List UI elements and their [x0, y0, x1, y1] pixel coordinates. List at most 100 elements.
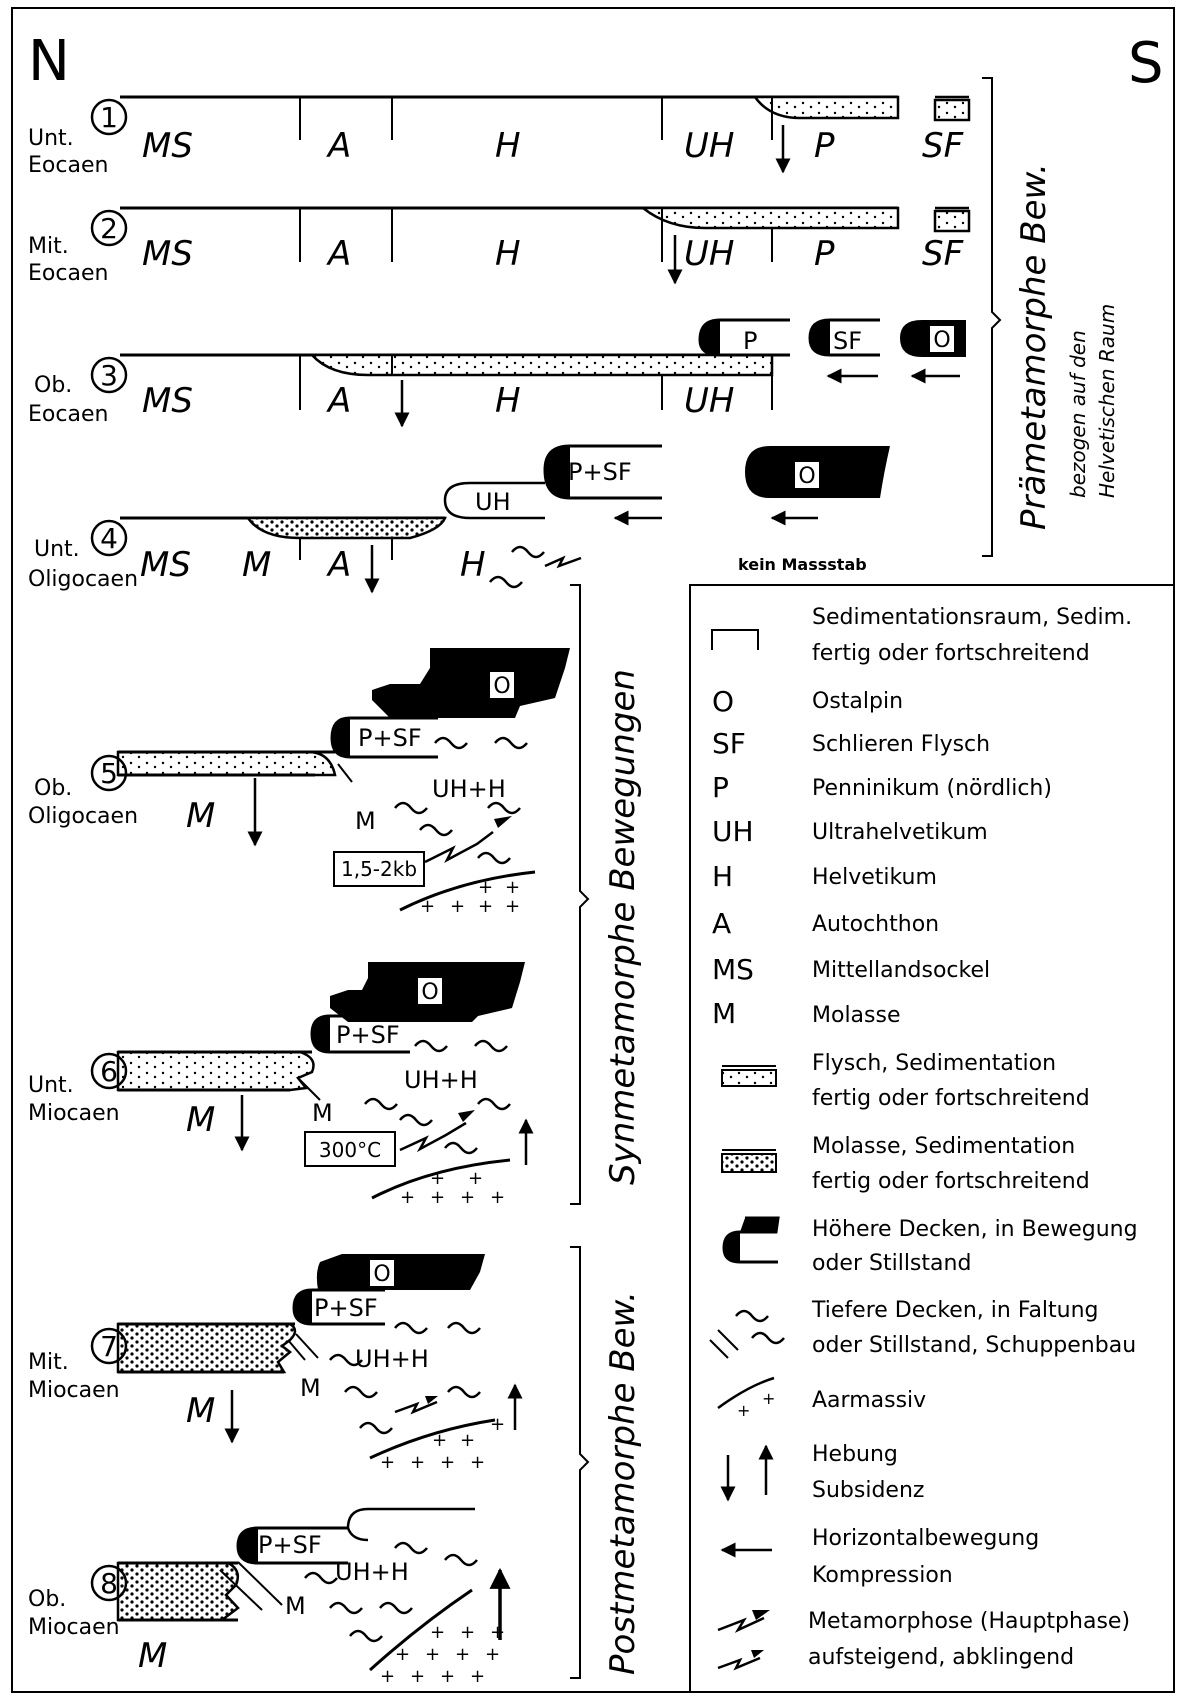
legend-text: aufsteigend, abklingend: [808, 1645, 1074, 1670]
legend-text: Sedimentationsraum, Sedim.: [812, 605, 1132, 630]
nappe-PSF-label: P+SF: [258, 1531, 322, 1559]
stage-6-section: O P+SF M UH+H 300°C ++++++ 6 Unt. Miocae…: [28, 962, 534, 1208]
molasse-box-icon: [721, 1153, 777, 1173]
fold-icon: [709, 1309, 785, 1359]
uplift-icon: [720, 1444, 774, 1502]
unit-UH: UH: [684, 381, 734, 421]
svg-text:+: +: [505, 896, 520, 917]
svg-text:+: +: [460, 1187, 475, 1208]
svg-text:+: +: [460, 1430, 475, 1451]
svg-text:+: +: [490, 1622, 505, 1643]
legend-text: Metamorphose (Hauptphase): [808, 1609, 1130, 1634]
unit-H: H: [495, 126, 521, 166]
nappe-PSF-label: P+SF: [336, 1021, 400, 1049]
stage-epoch: Eocaen: [28, 153, 108, 178]
stage-label: Unt.: [28, 126, 74, 151]
legend-text: Mittellandsockel: [812, 958, 990, 983]
svg-text:+: +: [455, 1644, 470, 1665]
svg-text:+: +: [470, 1452, 485, 1473]
svg-text:+: +: [485, 1644, 500, 1665]
nappe-O-label: O: [493, 674, 510, 699]
stage-number: 4: [100, 522, 118, 555]
stage-epoch: Miocaen: [28, 1101, 120, 1126]
pre-phase-sub2: Helvetischen Raum: [1095, 304, 1119, 498]
unit-M: M: [186, 1100, 215, 1140]
unit-M-small: M: [355, 807, 376, 835]
unit-A: A: [326, 234, 351, 274]
unit-UHH-label: UH+H: [432, 775, 506, 803]
svg-text:+: +: [430, 1622, 445, 1643]
legend-text: Ultrahelvetikum: [812, 820, 988, 845]
svg-text:+: +: [468, 1168, 483, 1189]
nappe-UH-label: UH: [475, 488, 511, 516]
svg-text:+: +: [440, 1452, 455, 1473]
unit-SF: SF: [922, 126, 964, 166]
unit-H: H: [495, 234, 521, 274]
svg-text:+: +: [505, 877, 520, 898]
stage-label: Ob.: [34, 373, 72, 398]
nappe-O-label: O: [798, 464, 815, 489]
stage-label: Ob.: [34, 776, 72, 801]
legend-text: Autochthon: [812, 912, 939, 937]
unit-M: M: [186, 796, 215, 836]
legend-text: Schlieren Flysch: [812, 732, 990, 757]
legend-symbol: UH: [712, 815, 754, 848]
stage-number: 5: [100, 757, 118, 790]
basin-icon: [711, 629, 759, 650]
stage-epoch: Miocaen: [28, 1615, 120, 1640]
unit-MS: MS: [142, 126, 193, 166]
unit-A: A: [326, 126, 351, 166]
stage-2-section: 2 Mit. Eocaen MS A H UH P SF: [28, 206, 971, 286]
legend-text: Tiefere Decken, in Faltung: [811, 1298, 1099, 1323]
svg-text:+: +: [430, 1168, 445, 1189]
pre-phase-brace: [982, 77, 1002, 557]
nappe-SF-label: SF: [833, 327, 862, 355]
legend-text: Penninikum (nördlich): [812, 776, 1052, 801]
nappe-O-label: O: [373, 1262, 390, 1287]
nappe-O-label: O: [933, 328, 950, 353]
post-phase-title: Postmetamorphe Bew.: [603, 1291, 643, 1675]
syn-phase-title: Synmetamorphe Bewegungen: [603, 669, 643, 1185]
svg-text:+: +: [478, 877, 493, 898]
stage-label: Mit.: [28, 1350, 69, 1375]
legend: Sedimentationsraum, Sedim. fertig oder f…: [689, 584, 1175, 1693]
stage-number: 1: [100, 101, 118, 134]
unit-M-small: M: [285, 1592, 306, 1620]
legend-text: fertig oder fortschreitend: [812, 641, 1090, 666]
legend-text: Molasse, Sedimentation: [812, 1134, 1075, 1159]
unit-MS: MS: [142, 381, 193, 421]
nappe-PSF-label: P+SF: [568, 458, 632, 486]
legend-text: Subsidenz: [812, 1478, 924, 1503]
svg-text:+: +: [737, 1401, 750, 1420]
unit-M-small: M: [300, 1374, 321, 1402]
stage-label: Unt.: [34, 537, 80, 562]
svg-text:+: +: [395, 1644, 410, 1665]
stage-3-section: P SF O 3 Ob. Eocaen MS A H UH: [28, 318, 966, 428]
no-scale-note: kein Massstab: [738, 555, 867, 574]
legend-text: fertig oder fortschreitend: [812, 1086, 1090, 1111]
legend-text: fertig oder fortschreitend: [812, 1169, 1090, 1194]
legend-text: oder Stillstand: [812, 1251, 971, 1276]
unit-M: M: [138, 1636, 167, 1676]
svg-text:+: +: [490, 1187, 505, 1208]
svg-text:+: +: [380, 1452, 395, 1473]
stage-epoch: Oligocaen: [28, 804, 138, 829]
svg-text:+: +: [478, 896, 493, 917]
legend-text: Ostalpin: [812, 689, 903, 714]
legend-symbol: P: [712, 771, 729, 804]
stage-5-section: O P+SF M UH+H 1,5-2kb ++++++ 5 Ob. Oligo…: [28, 648, 570, 917]
svg-text:+: +: [490, 1414, 505, 1435]
metamorphism-icon: [717, 1610, 770, 1671]
stage-8-section: P+SF M UH+H ++++ ++++ +++ 8 Ob. Miocaen …: [28, 1507, 511, 1687]
svg-text:+: +: [410, 1452, 425, 1473]
unit-MS: MS: [140, 545, 191, 585]
legend-symbol: SF: [712, 727, 746, 760]
nappe-P-label: P: [743, 327, 757, 355]
svg-text:+: +: [400, 1187, 415, 1208]
stage-epoch: Eocaen: [28, 261, 108, 286]
svg-text:+: +: [440, 1666, 455, 1687]
stage-label: Unt.: [28, 1073, 74, 1098]
unit-UH: UH: [684, 234, 734, 274]
legend-text: Flysch, Sedimentation: [812, 1051, 1056, 1076]
